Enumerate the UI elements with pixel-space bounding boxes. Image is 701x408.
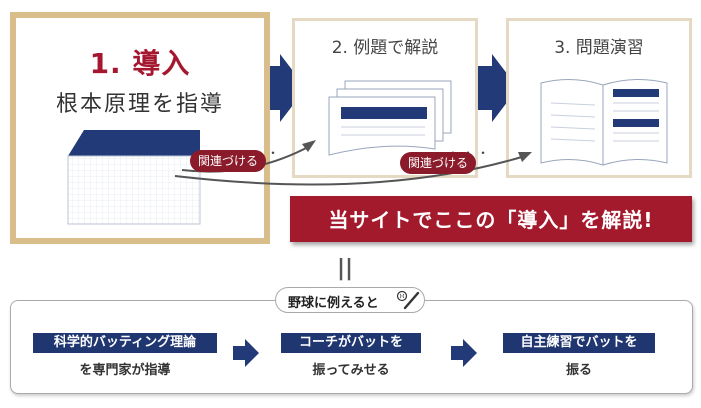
textbook-illustration [67,130,201,225]
step-example-box: 2. 例題で解説 [292,18,478,178]
analogy-item-3-sub: 振る [565,363,592,378]
analogy-item-3-label: 自主練習でバットを [503,333,655,353]
intro-banner: 当サイトでここの「導入」を解説! [290,196,692,242]
arrow-2-to-3 [474,54,518,122]
intro-banner-text: 当サイトでここの「導入」を解説! [328,208,654,232]
connect-badge-2: 関連づける [400,152,477,174]
analogy-item-1-label: 科学的バッティング理論 [33,333,217,353]
analogy-box: 科学的バッティング理論 を専門家が指導 コーチがバットを 振ってみせる 自主練習… [10,300,693,394]
analogy-item-1-sub: を専門家が指導 [79,363,171,378]
analogy-item-2-label: コーチがバットを [281,333,421,353]
step-example-title: 2. 例題で解説 [331,38,439,58]
step-intro-subtitle: 根本原理を指導 [55,92,224,117]
worksheet-stack-illustration [328,80,452,156]
arrow-1-to-2 [262,54,306,122]
analogy-item-2-sub: 振ってみせる [312,363,390,378]
open-book-illustration [540,78,668,166]
step-practice-title: 3. 問題演習 [554,38,644,58]
baseball-analogy-label: 野球に例えると [288,296,379,311]
step-intro-title: 1. 導入 [89,47,191,80]
baseball-bat-icon [396,290,420,310]
analogy-arrow-1 [233,339,259,367]
baseball-analogy-pill: 野球に例えると [275,287,425,313]
step-intro-box: 1. 導入 根本原理を指導 [10,12,270,244]
analogy-arrow-2 [451,339,477,367]
equals-sign: || [337,256,354,281]
step-practice-box: 3. 問題演習 [506,18,692,178]
connect-badge-1: 関連づける [190,150,267,172]
